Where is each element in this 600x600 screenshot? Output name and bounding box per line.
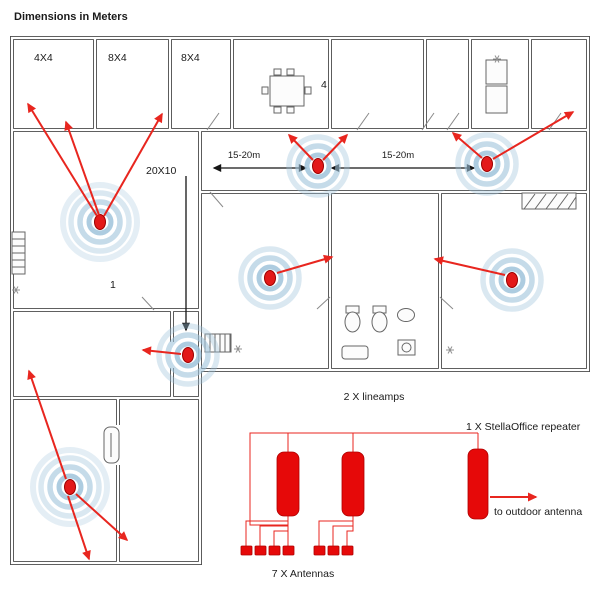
antenna-node	[289, 137, 347, 195]
snowflake-icon	[445, 346, 455, 354]
antenna-unit	[254, 545, 267, 556]
signal-arrow	[433, 256, 506, 276]
radiator-icon	[11, 231, 26, 275]
toilet-icon	[344, 311, 361, 333]
antenna-node	[483, 251, 541, 309]
signal-arrow	[492, 111, 575, 160]
antenna-node	[241, 249, 299, 307]
washer-drum-icon	[401, 342, 412, 353]
signal-arrow	[103, 112, 163, 217]
antennas-label: 7 X Antennas	[272, 568, 334, 580]
repeater-label: 1 X StellaOffice repeater	[466, 421, 581, 433]
antenna-node	[63, 185, 137, 259]
antenna-unit	[313, 545, 326, 556]
lineamp-unit	[276, 451, 300, 517]
lineamp-unit	[341, 451, 365, 517]
door-leaf-icon	[103, 426, 120, 464]
distance-label: 15-20m	[228, 150, 260, 161]
snowflake-icon	[233, 345, 243, 353]
room-label: 20X10	[146, 165, 177, 177]
signal-arrow	[322, 133, 349, 161]
antenna-unit	[327, 545, 340, 556]
room-label: 4	[321, 79, 327, 91]
table-icon	[261, 68, 312, 114]
bathtub-icon	[341, 345, 369, 360]
sink-icon	[397, 308, 415, 322]
antenna-node	[159, 326, 217, 384]
signal-arrow	[27, 102, 98, 217]
room-label: 8X4	[181, 52, 200, 64]
antenna-unit	[240, 545, 253, 556]
antenna-unit	[341, 545, 354, 556]
room-label: 8X4	[108, 52, 127, 64]
room-label: 1	[110, 279, 116, 291]
signal-arrow	[287, 133, 314, 161]
furniture-icons	[11, 55, 577, 464]
signal-arrows	[27, 102, 575, 561]
cabinet-icon	[485, 59, 508, 114]
signal-arrow	[27, 369, 67, 480]
signal-arrow	[276, 254, 334, 274]
antenna-unit	[268, 545, 281, 556]
repeater-unit	[467, 448, 489, 520]
antenna-units	[240, 545, 354, 556]
room-label: 4X4	[34, 52, 53, 64]
lineamps-label: 2 X lineamps	[344, 391, 405, 403]
distance-label: 15-20m	[382, 150, 414, 161]
signal-arrow	[141, 346, 182, 356]
antenna-unit	[282, 545, 295, 556]
toilet-icon	[371, 311, 388, 333]
bathroom-fixtures	[341, 305, 416, 360]
title-label: Dimensions in Meters	[14, 11, 128, 23]
signal-arrow	[451, 132, 483, 159]
signal-arrow	[64, 120, 100, 216]
wire-fanout	[245, 516, 354, 546]
signal-arrow	[75, 493, 129, 542]
outdoor-antenna-label: to outdoor antenna	[494, 506, 582, 518]
wire-bus	[249, 432, 479, 526]
equipment-schematic: 2 X lineamps 1 X StellaOffice repeater t…	[240, 391, 582, 580]
signal-arrow	[67, 495, 91, 561]
door-swing-marks	[141, 112, 562, 311]
coat-rack-icon	[521, 192, 577, 210]
